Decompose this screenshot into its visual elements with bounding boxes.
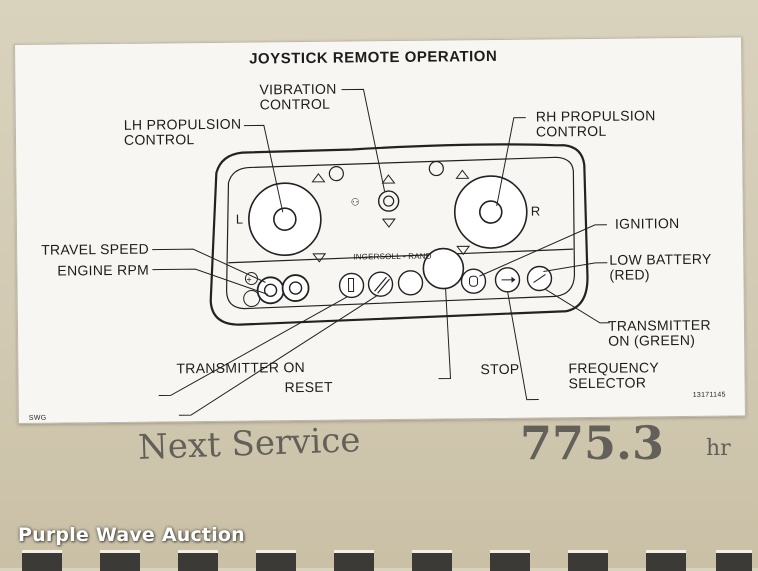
ignition-label: IGNITION [615, 216, 680, 232]
reset-label: RESET [285, 380, 333, 396]
transmitter-green-label-line2: ON (GREEN) [608, 333, 695, 349]
corner-code: SWG [29, 411, 47, 426]
transmitter-on-label: TRANSMITTER ON [176, 360, 305, 376]
engine-rpm-knob [282, 275, 308, 301]
part-number: 13171145 [693, 388, 726, 403]
joystick-instruction-placard: ⚇ + [14, 36, 746, 424]
transmitter-on-button [339, 273, 363, 297]
right-joystick-knob [480, 201, 502, 223]
placard-title: JOYSTICK REMOTE OPERATION [249, 49, 497, 67]
handwritten-hours: 775.3 [520, 416, 664, 470]
stop-label: STOP [480, 362, 519, 377]
travel-speed-label: TRAVEL SPEED [41, 242, 149, 258]
right-joystick-letter: R [531, 203, 541, 218]
vibration-toggle [379, 191, 399, 211]
left-joystick-knob [274, 208, 296, 230]
rh-propulsion-label-line2: CONTROL [536, 124, 607, 140]
handwritten-service-note: Next Service [137, 420, 361, 468]
vibration-symbol-icon: ⚇ [351, 197, 360, 208]
low-battery-label-line2: (RED) [609, 267, 650, 282]
handwritten-hours-unit: hr [706, 436, 731, 461]
frequency-selector-label-line2: SELECTOR [569, 375, 647, 391]
low-battery-label-line1: LOW BATTERY [609, 252, 712, 268]
travel-speed-knob [257, 277, 283, 303]
auction-watermark: Purple Wave Auction [18, 524, 245, 546]
vibration-control-label-line2: CONTROL [260, 97, 331, 113]
engine-rpm-label: ENGINE RPM [57, 263, 149, 279]
left-joystick-letter: L [236, 212, 244, 227]
panel-brand: INGERSOLL - RAND [353, 249, 432, 265]
ignition-button [461, 269, 485, 293]
lh-propulsion-label-line2: CONTROL [124, 132, 195, 148]
